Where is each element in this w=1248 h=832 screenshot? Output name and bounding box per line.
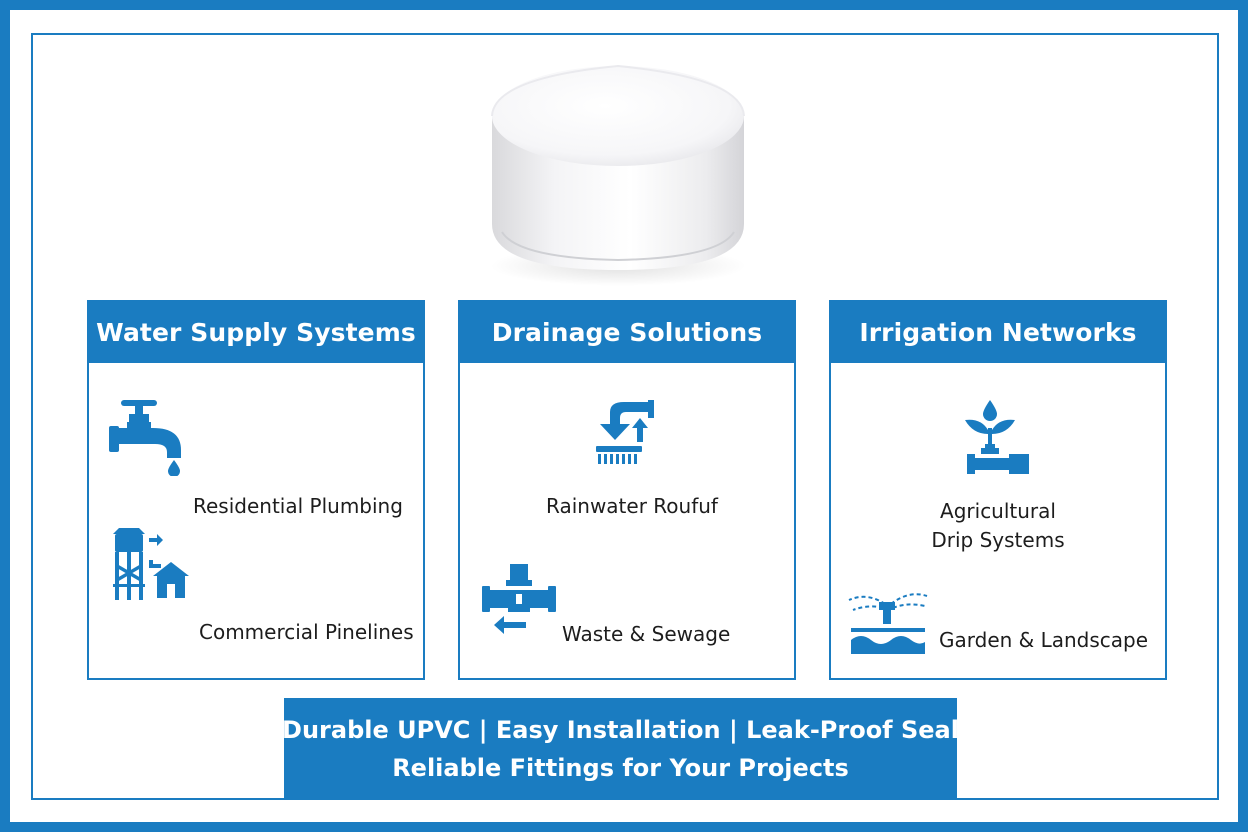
card-irrigation: Irrigation Networks Agricultural Drip Sy… — [829, 300, 1167, 680]
item-label: Commercial Pinelines — [199, 620, 414, 644]
item-label-line2: Drip Systems — [931, 528, 1065, 552]
banner-line1: Durable UPVC | Easy Installation | Leak-… — [282, 716, 959, 744]
item-label: Rainwater Roufuf — [546, 494, 718, 518]
sprinkler-icon — [848, 593, 928, 654]
item-label: Residential Plumbing — [193, 494, 403, 518]
card-title: Water Supply Systems — [89, 302, 423, 363]
feature-banner: Durable UPVC | Easy Installation | Leak-… — [282, 698, 959, 800]
item-label: Waste & Sewage — [562, 622, 731, 646]
pipe-end-cap-image — [490, 64, 746, 286]
card-title: Drainage Solutions — [460, 302, 794, 363]
item-label: Garden & Landscape — [939, 628, 1149, 652]
faucet-icon — [109, 400, 181, 476]
page: Water Supply Systems Residential Plumbin… — [10, 10, 1238, 822]
rain-drain-pipe-icon — [596, 400, 654, 464]
plant-drip-pipe-icon — [965, 400, 1029, 474]
card-water-supply: Water Supply Systems Residential Plumbin… — [87, 300, 425, 680]
sewage-pipe-valve-icon — [482, 564, 556, 634]
card-drainage: Drainage Solutions Rainwater Roufuf — [458, 300, 796, 680]
item-label-line1: Agricultural — [940, 499, 1056, 523]
banner-line2: Reliable Fittings for Your Projects — [392, 754, 849, 782]
water-tower-house-icon — [113, 528, 189, 600]
card-title: Irrigation Networks — [831, 302, 1165, 363]
